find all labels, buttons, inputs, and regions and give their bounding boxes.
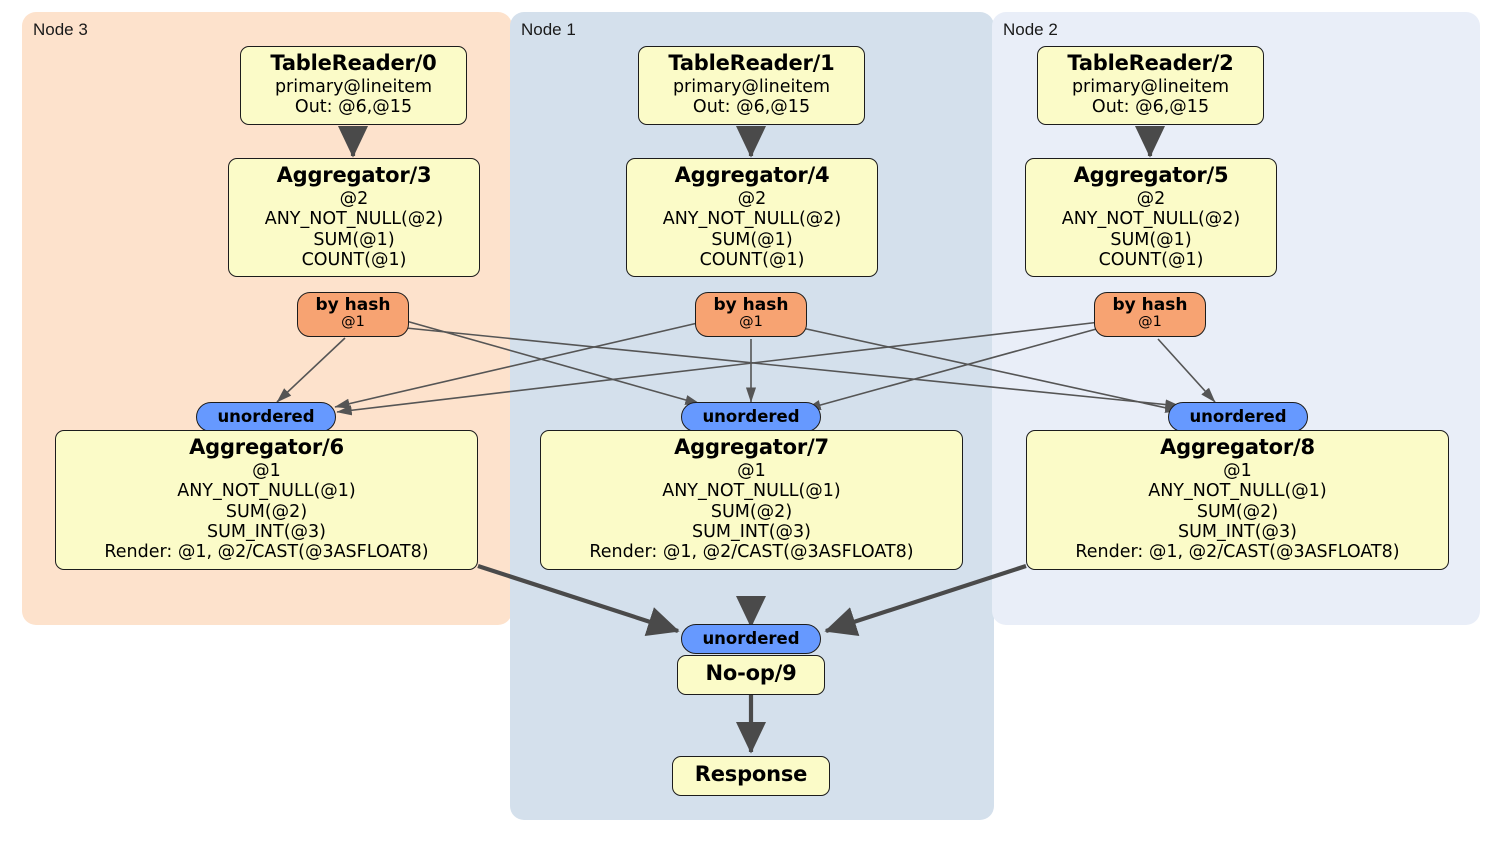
processor-detail-line: SUM_INT(@3) (692, 521, 811, 542)
processor-detail-line: SUM(@1) (313, 229, 395, 250)
processor-detail-line: COUNT(@1) (699, 249, 805, 270)
processor-detail-line: primary@lineitem (274, 76, 433, 97)
processor-aggregator-4[interactable]: Aggregator/4 @2 ANY_NOT_NULL(@2) SUM(@1)… (626, 158, 878, 278)
processor-detail-line: @2 (339, 188, 369, 209)
processor-detail-line: primary@lineitem (672, 76, 831, 97)
processor-detail-line: @2 (1136, 188, 1166, 209)
router-type-label: by hash (315, 295, 391, 315)
stream-unordered-7[interactable]: unordered (681, 402, 821, 432)
processor-tablereader-2[interactable]: TableReader/2 primary@lineitem Out: @6,@… (1037, 46, 1264, 125)
processor-detail-line: @1 (252, 460, 281, 481)
processor-render-line: Render: @1, @2/CAST(@3ASFLOAT8) (1075, 542, 1400, 563)
router-column-label: @1 (341, 313, 365, 330)
processor-title: Aggregator/8 (1160, 435, 1315, 459)
processor-detail-line: Out: @6,@15 (1091, 97, 1210, 118)
processor-render-line: Render: @1, @2/CAST(@3ASFLOAT8) (589, 542, 914, 563)
processor-detail-line: SUM(@2) (225, 501, 308, 522)
processor-tablereader-1[interactable]: TableReader/1 primary@lineitem Out: @6,@… (638, 46, 865, 125)
processor-title: Aggregator/6 (189, 435, 344, 459)
stream-unordered-6[interactable]: unordered (196, 402, 336, 432)
region-label-node-1: Node 1 (521, 20, 576, 39)
processor-detail-line: primary@lineitem (1071, 76, 1230, 97)
processor-detail-line: Out: @6,@15 (294, 97, 413, 118)
router-column-label: @1 (739, 313, 763, 330)
processor-title: TableReader/1 (668, 51, 835, 75)
region-label-node-2: Node 2 (1003, 20, 1058, 39)
processor-noop-9[interactable]: No-op/9 (677, 655, 825, 695)
processor-title: TableReader/2 (1067, 51, 1234, 75)
processor-detail-line: COUNT(@1) (301, 249, 407, 270)
processor-title: Aggregator/4 (674, 163, 830, 187)
processor-aggregator-5[interactable]: Aggregator/5 @2 ANY_NOT_NULL(@2) SUM(@1)… (1025, 158, 1277, 278)
processor-detail-line: SUM(@1) (711, 229, 793, 250)
processor-detail-line: ANY_NOT_NULL(@2) (1061, 209, 1241, 230)
processor-aggregator-7[interactable]: Aggregator/7 @1 ANY_NOT_NULL(@1) SUM(@2)… (540, 430, 963, 570)
processor-detail-line: SUM(@2) (710, 501, 793, 522)
processor-detail-line: SUM(@2) (1196, 501, 1279, 522)
processor-detail-line: @1 (737, 460, 766, 481)
processor-detail-line: SUM(@1) (1110, 229, 1192, 250)
processor-detail-line: SUM_INT(@3) (1178, 521, 1297, 542)
processor-response[interactable]: Response (672, 756, 830, 796)
processor-detail-line: COUNT(@1) (1098, 249, 1204, 270)
router-type-label: by hash (713, 295, 789, 315)
processor-detail-line: ANY_NOT_NULL(@1) (662, 481, 841, 502)
router-by-hash-4[interactable]: by hash @1 (695, 292, 807, 337)
processor-tablereader-0[interactable]: TableReader/0 primary@lineitem Out: @6,@… (240, 46, 467, 125)
router-by-hash-5[interactable]: by hash @1 (1094, 292, 1206, 337)
processor-title: Response (694, 762, 808, 786)
processor-detail-line: @1 (1223, 460, 1252, 481)
processor-aggregator-8[interactable]: Aggregator/8 @1 ANY_NOT_NULL(@1) SUM(@2)… (1026, 430, 1449, 570)
processor-aggregator-6[interactable]: Aggregator/6 @1 ANY_NOT_NULL(@1) SUM(@2)… (55, 430, 478, 570)
processor-detail-line: @2 (737, 188, 767, 209)
router-column-label: @1 (1138, 313, 1162, 330)
processor-title: No-op/9 (705, 661, 797, 685)
processor-title: Aggregator/5 (1073, 163, 1229, 187)
region-label-node-3: Node 3 (33, 20, 88, 39)
processor-detail-line: Out: @6,@15 (692, 97, 811, 118)
processor-detail-line: ANY_NOT_NULL(@2) (264, 209, 444, 230)
processor-aggregator-3[interactable]: Aggregator/3 @2 ANY_NOT_NULL(@2) SUM(@1)… (228, 158, 480, 278)
processor-render-line: Render: @1, @2/CAST(@3ASFLOAT8) (104, 542, 429, 563)
processor-detail-line: SUM_INT(@3) (207, 521, 326, 542)
processor-title: Aggregator/3 (276, 163, 432, 187)
processor-title: TableReader/0 (270, 51, 437, 75)
stream-unordered-8[interactable]: unordered (1168, 402, 1308, 432)
processor-detail-line: ANY_NOT_NULL(@2) (662, 209, 842, 230)
processor-detail-line: ANY_NOT_NULL(@1) (177, 481, 356, 502)
router-type-label: by hash (1112, 295, 1188, 315)
processor-title: Aggregator/7 (674, 435, 829, 459)
router-by-hash-3[interactable]: by hash @1 (297, 292, 409, 337)
stream-unordered-9[interactable]: unordered (681, 624, 821, 654)
processor-detail-line: ANY_NOT_NULL(@1) (1148, 481, 1327, 502)
